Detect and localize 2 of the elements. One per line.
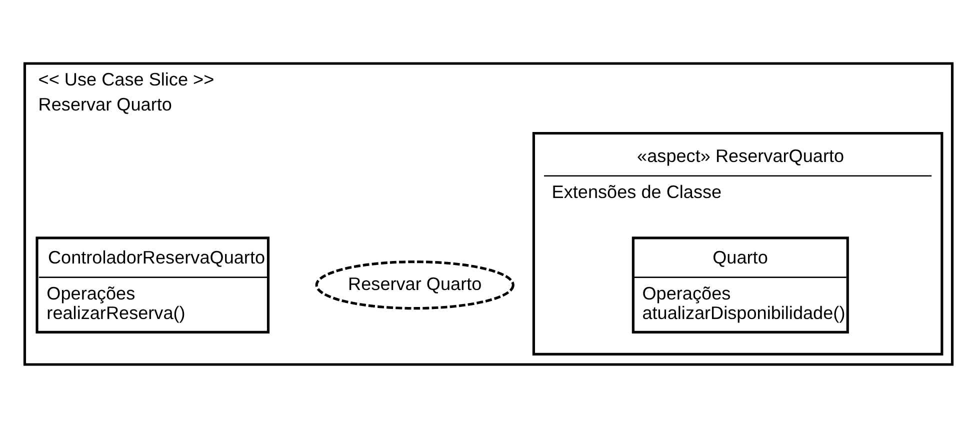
node-ellipse: Reservar Quarto bbox=[314, 260, 514, 310]
node-box: Quarto Operações atualizarDisponibilidade() bbox=[631, 236, 848, 333]
